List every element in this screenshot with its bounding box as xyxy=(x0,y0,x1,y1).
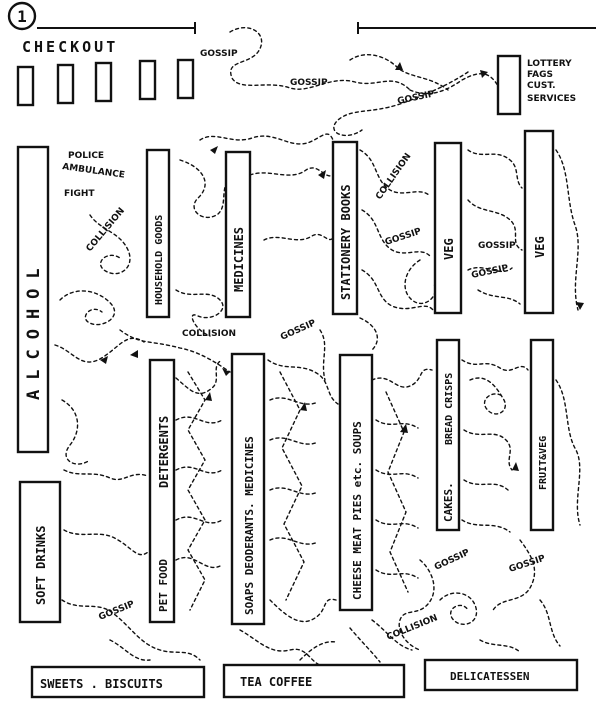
checkout-lane-4 xyxy=(138,59,157,101)
page-number-circle xyxy=(7,1,37,31)
counter-tea-coffee-label: TEA COFFEE xyxy=(240,675,312,689)
aisle-detergents-label: DETERGENTS xyxy=(157,416,171,488)
gossip-label-9: GOSSIP xyxy=(433,548,472,573)
aisle-household-goods-label: HOUSEHOLD GOODS xyxy=(154,215,165,305)
aisle-medicines-top xyxy=(224,150,252,319)
aisle-pet-food-label: PET FOOD xyxy=(157,559,170,612)
checkout-lane-5 xyxy=(176,58,195,100)
fight-label: FIGHT xyxy=(64,189,95,199)
collision-label-3: COLLISION xyxy=(374,152,413,202)
services-line-4: SERVICES xyxy=(527,94,576,104)
checkout-lane-3 xyxy=(94,61,113,103)
services-line-3: CUST. xyxy=(527,81,556,91)
gossip-label-4: GOSSIP xyxy=(384,227,423,248)
gossip-label-5: GOSSIP xyxy=(478,241,516,251)
aisle-alcohol xyxy=(16,145,50,454)
aisle-bread-crisps-cakes xyxy=(435,338,461,532)
aisle-soaps-deodorants-medicines xyxy=(230,352,266,626)
aisle-soft-drinks xyxy=(18,480,62,624)
aisle-cakes-label: CAKES. xyxy=(442,482,455,522)
gossip-label-7: GOSSIP xyxy=(279,318,318,343)
aisle-veg-left xyxy=(433,141,463,315)
aisle-veg-left-label: VEG xyxy=(442,238,456,260)
checkout-lane-1 xyxy=(16,65,35,107)
counter-delicatessen xyxy=(423,658,579,692)
gossip-label-1: GOSSIP xyxy=(200,49,238,59)
collision-label-1: COLLISION xyxy=(85,206,127,254)
aisle-fruit-veg xyxy=(529,338,555,532)
aisle-veg-right-label: VEG xyxy=(533,236,547,258)
shopper-paths xyxy=(54,27,581,665)
services-line-1: LOTTERY xyxy=(527,59,572,69)
checkout-label: CHECKOUT xyxy=(22,38,118,56)
aisle-alcohol-label: ALCOHOL xyxy=(24,258,44,400)
police-label: POLICE xyxy=(68,151,104,161)
gossip-label-10: GOSSIP xyxy=(508,554,547,575)
aisle-soaps-deodorants-medicines-label: SOAPS DEODERANTS. MEDICINES xyxy=(243,436,256,615)
aisle-stationery-books-label: STATIONERY BOOKS xyxy=(339,184,353,300)
ambulance-label: AMBULANCE xyxy=(62,162,126,181)
aisle-veg-right xyxy=(523,129,555,315)
aisle-cheese-meat-pies-soups-label: CHEESE MEAT PIES etc. SOUPS xyxy=(351,421,364,600)
aisle-bread-crisps-label: BREAD CRISPS xyxy=(444,373,455,445)
aisle-cheese-meat-pies-soups xyxy=(338,353,374,612)
counter-tea-coffee xyxy=(222,663,406,699)
aisle-medicines-top-label: MEDICINES xyxy=(232,227,246,292)
aisle-soft-drinks-label: SOFT DRINKS xyxy=(34,526,48,605)
aisle-detergents-petfood xyxy=(148,358,176,624)
arrow-markers xyxy=(100,62,584,471)
checkout-lane-2 xyxy=(56,63,75,105)
aisle-household-goods xyxy=(145,148,171,319)
counter-sweets-biscuits-label: SWEETS . BISCUITS xyxy=(40,677,163,691)
page-number: 1 xyxy=(17,7,27,26)
gossip-label-2: GOSSIP xyxy=(290,78,328,88)
gossip-label-8: GOSSIP xyxy=(97,599,136,622)
gossip-label-6: GOSSIP xyxy=(471,263,510,281)
services-box xyxy=(496,54,522,116)
aisle-fruit-veg-label: FRUIT&VEG xyxy=(538,436,549,490)
collision-label-4: COLLISION xyxy=(385,613,439,643)
counter-sweets-biscuits xyxy=(30,665,206,699)
services-line-2: FAGS xyxy=(527,70,553,80)
counter-delicatessen-label: DELICATESSEN xyxy=(450,670,529,683)
aisle-stationery-books xyxy=(331,140,359,316)
collision-label-2: COLLISION xyxy=(182,329,236,339)
